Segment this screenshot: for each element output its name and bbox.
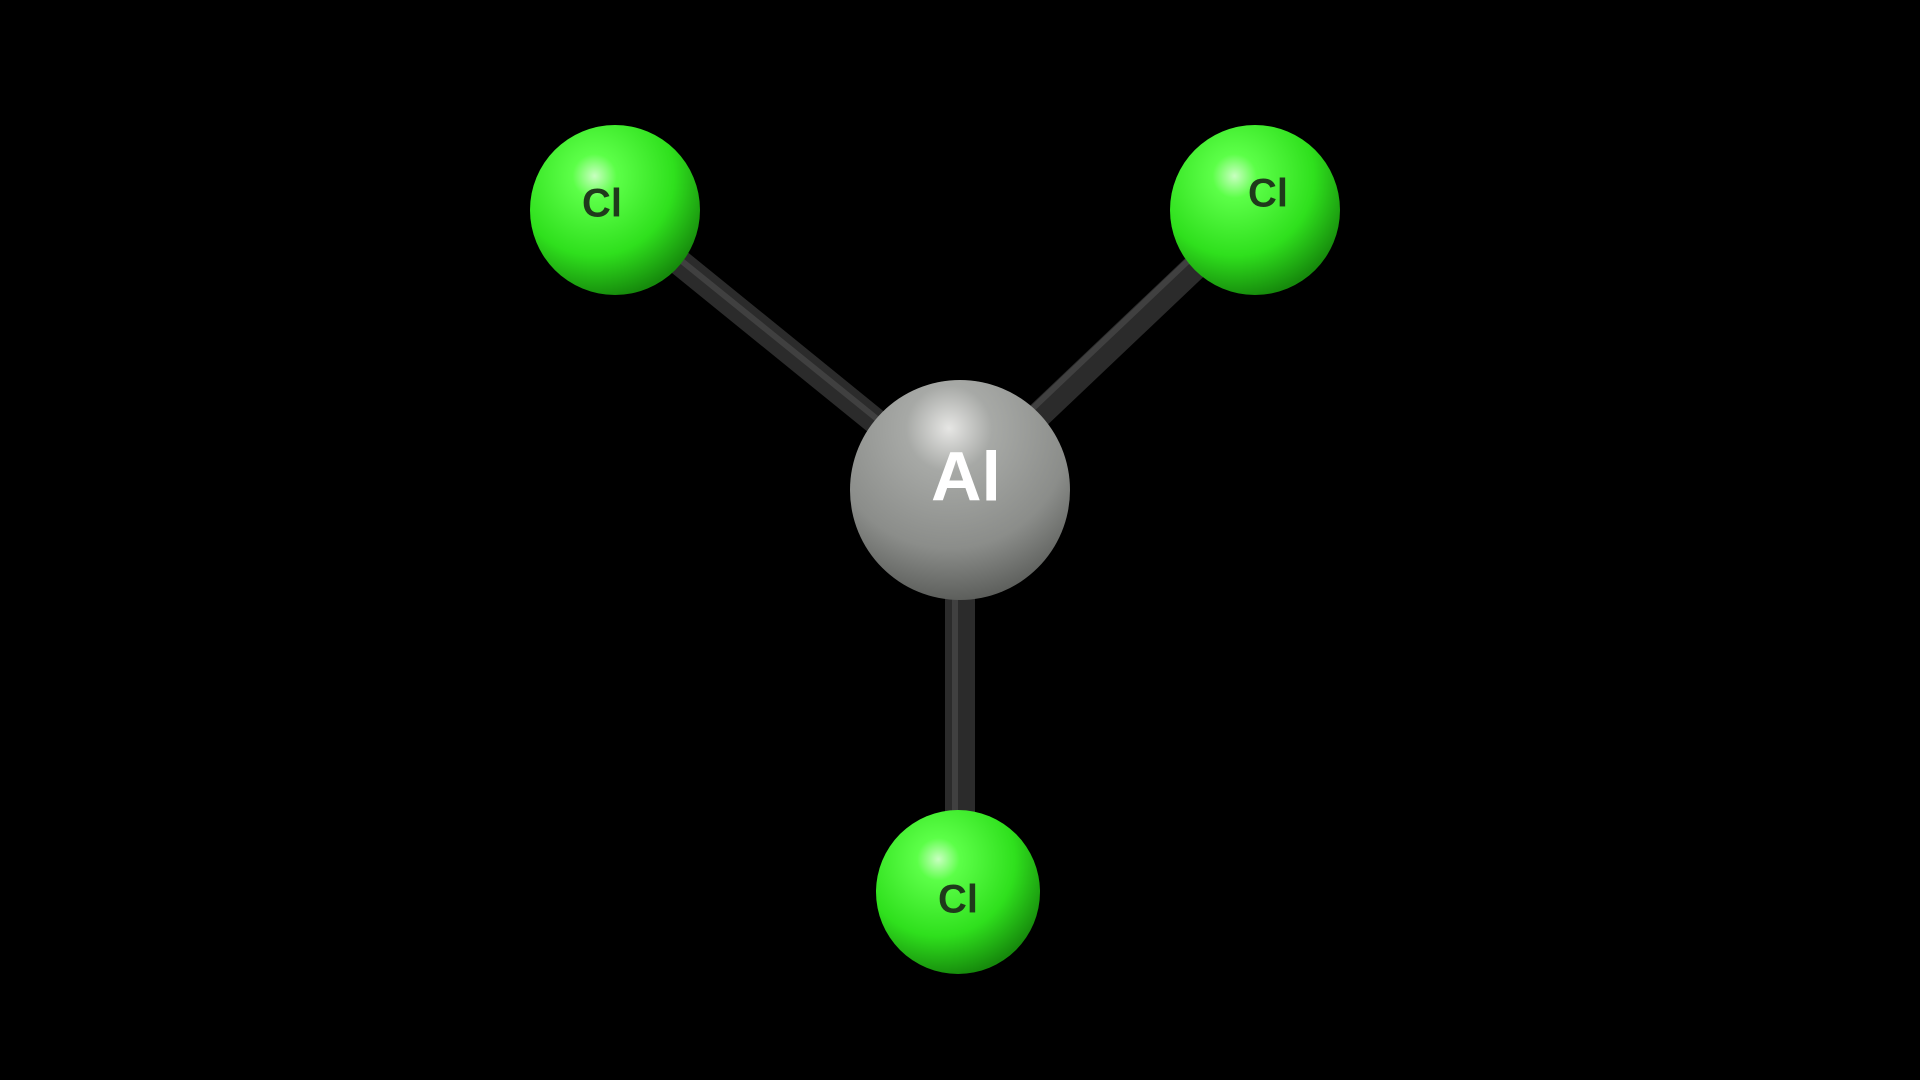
atom-cl3: Cl xyxy=(876,810,1040,974)
chlorine-sphere xyxy=(1170,125,1340,295)
atom-cl2: Cl xyxy=(1170,125,1340,295)
atom-al: Al xyxy=(850,380,1070,600)
chlorine-sphere xyxy=(876,810,1040,974)
atom-label-cl2: Cl xyxy=(1248,172,1288,216)
atom-cl1: Cl xyxy=(530,125,700,295)
atom-label-cl1: Cl xyxy=(582,182,622,226)
atom-label-al: Al xyxy=(931,437,1001,515)
chlorine-sphere xyxy=(530,125,700,295)
aluminum-sphere xyxy=(850,380,1070,600)
atom-label-cl3: Cl xyxy=(938,878,978,922)
